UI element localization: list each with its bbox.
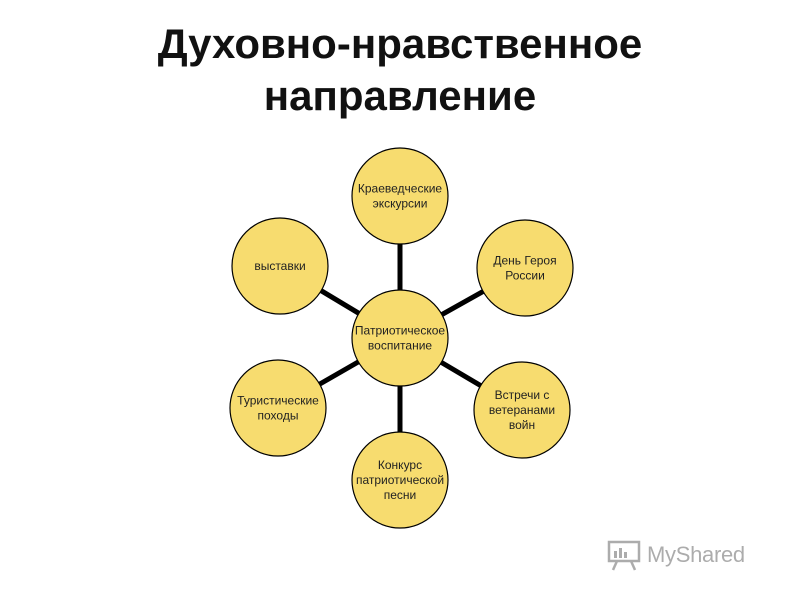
title-line-2: направление: [263, 72, 537, 119]
node-vystavki: выставки: [231, 217, 329, 315]
connectors: [318, 244, 485, 432]
node-label-line: войн: [509, 418, 535, 432]
node-label-line: экскурсии: [373, 197, 428, 211]
node-label-line: Краеведческие: [358, 182, 443, 196]
page-title: Духовно-нравственное направление: [0, 18, 800, 122]
center-node-circle: [351, 289, 449, 387]
node-circle-pokhody: [229, 359, 327, 457]
node-label-line: ветеранами: [489, 403, 555, 417]
connector-vstrechi: [440, 360, 482, 388]
node-circle-den-geroya: [476, 219, 574, 317]
node-label-line: походы: [258, 409, 299, 423]
node-label-line: песни: [384, 488, 417, 502]
presentation-board-icon: [607, 540, 641, 571]
connector-pokhody: [318, 359, 360, 387]
node-label-line: Туристические: [237, 394, 319, 408]
watermark: MyShared: [607, 538, 767, 572]
node-label-line: Встречи с: [495, 388, 550, 402]
node-circle-vstrechi: [473, 361, 571, 459]
node-label-line: Конкурс: [378, 458, 422, 472]
node-label-line: России: [505, 269, 545, 283]
watermark-text: MyShared: [647, 542, 745, 567]
node-label-line: патриотической: [356, 473, 444, 487]
node-label-line: День Героя: [493, 254, 556, 268]
connector-den-geroya: [440, 289, 485, 317]
title-line-1: Духовно-нравственное: [157, 20, 643, 67]
node-circle-kraeved: [351, 147, 449, 245]
connector-vystavki: [319, 288, 361, 316]
node-circle-vystavki: [231, 217, 329, 315]
node-circle-konkurs: [351, 431, 449, 529]
node-label-line: выставки: [254, 259, 305, 273]
node-label-line: Патриотическое: [355, 324, 446, 338]
node-label-line: воспитание: [368, 339, 432, 353]
